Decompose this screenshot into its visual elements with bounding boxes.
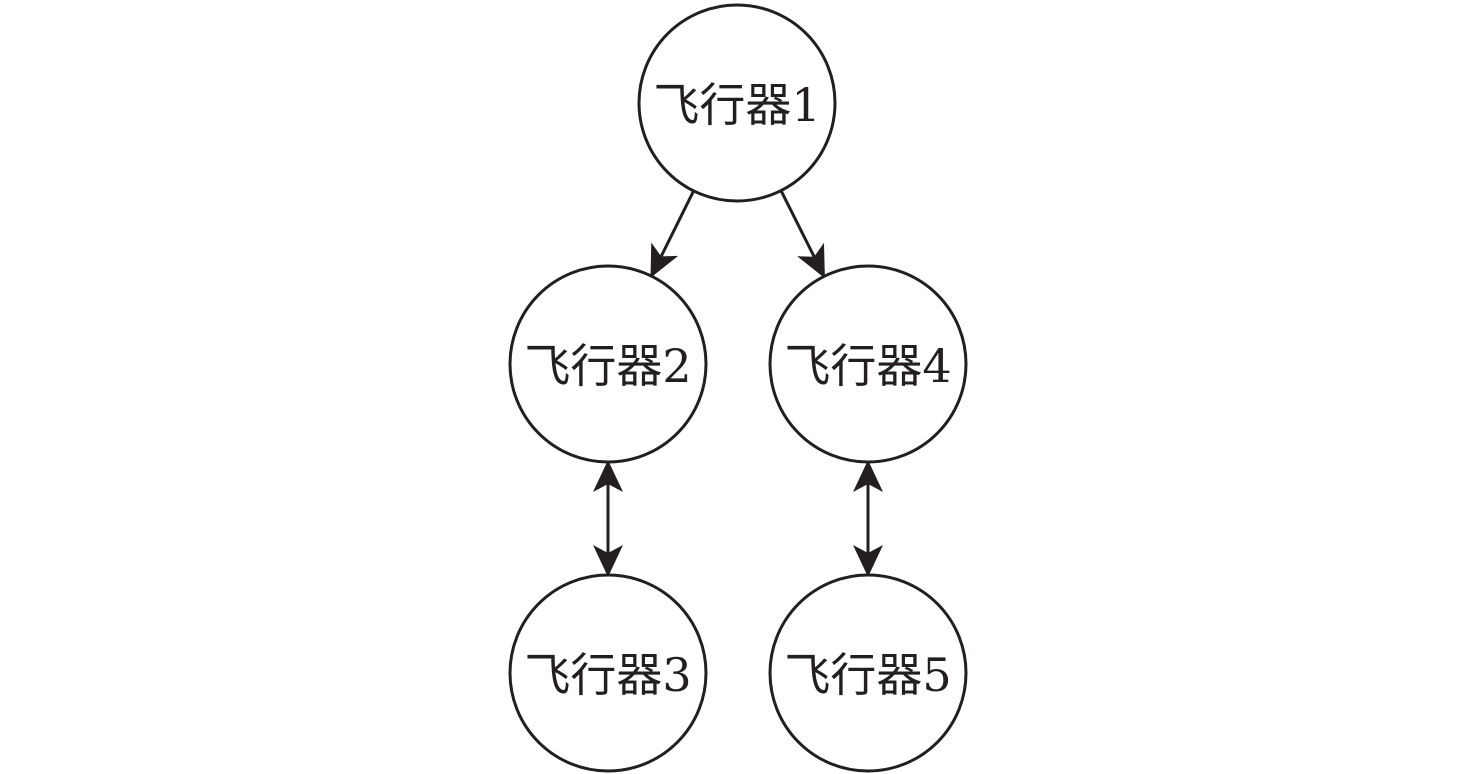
nodes-layer: 飞行器1 飞行器2 飞行器4 飞行器3 飞行器5 <box>508 3 968 773</box>
edges-layer <box>593 189 883 577</box>
node-circle <box>768 573 968 773</box>
edge-arrow-n1-n2 <box>650 190 695 278</box>
node-label: 飞行器1 <box>653 78 820 132</box>
node-circle <box>508 264 708 464</box>
node-circle <box>637 3 837 203</box>
node-label: 飞行器4 <box>784 339 951 393</box>
node-n1: 飞行器1 <box>637 3 837 203</box>
node-circle <box>768 264 968 464</box>
node-label: 飞行器3 <box>524 648 691 702</box>
node-circle <box>508 573 708 773</box>
node-n4: 飞行器4 <box>768 264 968 464</box>
edge-arrow-n1-n4 <box>779 189 826 279</box>
node-label: 飞行器5 <box>784 648 951 702</box>
node-label: 飞行器2 <box>524 339 691 393</box>
node-n5: 飞行器5 <box>768 573 968 773</box>
node-n3: 飞行器3 <box>508 573 708 773</box>
node-n2: 飞行器2 <box>508 264 708 464</box>
